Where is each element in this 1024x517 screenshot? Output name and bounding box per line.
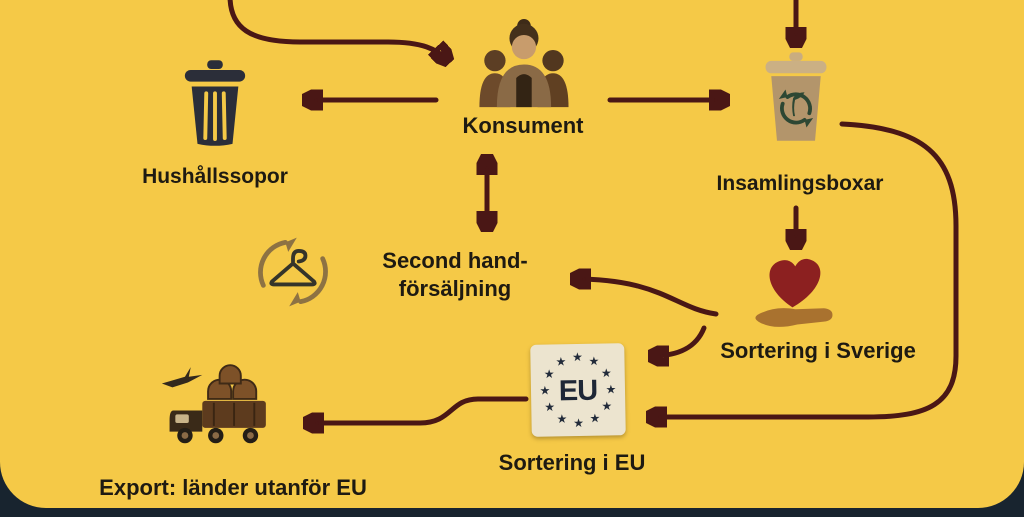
second-hand-label-line1: Second hand- xyxy=(382,248,528,273)
hushallssopor-label: Hushållssopor xyxy=(142,165,288,188)
recycle-bin-icon xyxy=(765,52,827,141)
heart-in-hand-icon xyxy=(755,258,833,327)
export-label: Export: länder utanför EU xyxy=(99,475,367,500)
insamlingsboxar-label: Insamlingsboxar xyxy=(716,172,884,195)
eu-badge-text: EU xyxy=(558,374,598,407)
sortering-sverige-label: Sortering i Sverige xyxy=(720,338,916,363)
konsument-label: Konsument xyxy=(462,113,584,138)
people-icon xyxy=(479,18,569,108)
hanger-recycle-icon xyxy=(258,237,328,307)
eu-flag-badge: ★ ★ ★ ★ ★ ★ ★ ★ ★ ★ ★ ★ EU xyxy=(530,343,626,437)
second-hand-label-line2: försäljning xyxy=(398,275,512,301)
sortering-eu-label: Sortering i EU xyxy=(498,450,646,475)
truck-plane-icon xyxy=(161,364,266,444)
trash-can-icon xyxy=(184,60,246,146)
second-hand-label: Second hand- försäljning xyxy=(345,247,565,302)
